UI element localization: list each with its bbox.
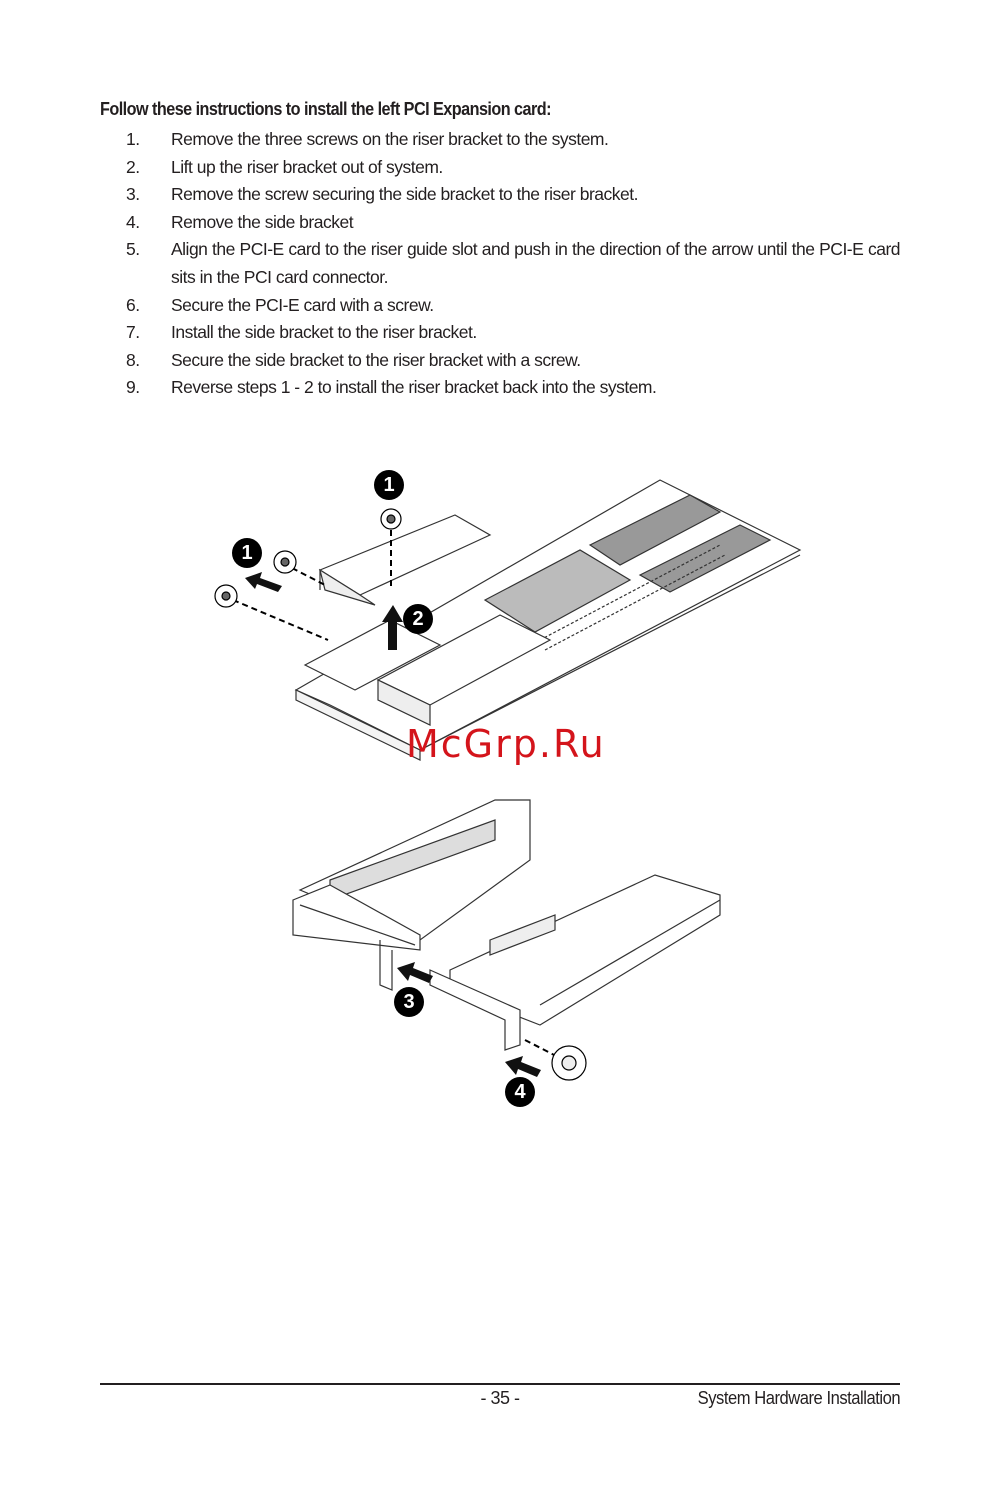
- watermark: McGrp.Ru: [406, 722, 606, 766]
- instruction-list: 1. Remove the three screws on the riser b…: [126, 126, 901, 402]
- list-item: 6. Secure the PCI-E card with a screw.: [126, 292, 900, 320]
- list-item: 5. Align the PCI-E card to the riser guid…: [126, 236, 901, 291]
- list-item: 8. Secure the side bracket to the riser b…: [126, 347, 900, 375]
- footer-section-title: System Hardware Installation: [697, 1388, 900, 1408]
- riser-and-card-drawing: [292, 799, 721, 1051]
- server-node-drawing: [294, 479, 802, 761]
- step-text: Secure the PCI-E card with a screw.: [171, 294, 434, 315]
- page-number: - 35 -: [480, 1388, 520, 1408]
- list-item: 1. Remove the three screws on the riser b…: [126, 126, 900, 154]
- step-badge: 1: [374, 470, 404, 500]
- step-text: Lift up the riser bracket out of system.: [171, 156, 443, 177]
- step-number: 2.: [126, 156, 140, 177]
- screw-removal-guides: [232, 530, 392, 641]
- step-number: 1.: [126, 129, 140, 149]
- step-badge: 3: [394, 987, 424, 1017]
- step-badge: 2: [403, 604, 433, 634]
- list-item: 9. Reverse steps 1 - 2 to install the ris…: [126, 374, 900, 402]
- step-text: Remove the three screws on the riser bra…: [171, 129, 609, 149]
- step-number: 9.: [126, 377, 140, 398]
- list-item: 2. Lift up the riser bracket out of syste…: [126, 154, 900, 182]
- installation-illustration: [214, 479, 802, 1081]
- step-text: Install the side bracket to the riser br…: [171, 322, 477, 343]
- list-item: 7. Install the side bracket to the riser …: [126, 319, 900, 347]
- screw-icons: [214, 508, 402, 608]
- step-number: 4.: [126, 211, 140, 232]
- list-item: 3. Remove the screw securing the side bra…: [126, 181, 900, 209]
- footer-divider: [100, 1383, 900, 1385]
- step-number: 6.: [126, 294, 140, 315]
- step-number: 7.: [126, 322, 140, 343]
- section-heading: Follow these instructions to install the…: [100, 99, 552, 119]
- step-text: Remove the screw securing the side brack…: [171, 184, 638, 205]
- arrow-icons: [245, 572, 403, 650]
- step-badge: 1: [232, 538, 262, 568]
- step-number: 8.: [126, 349, 140, 370]
- list-item: 4. Remove the side bracket: [126, 209, 900, 237]
- step-text: Remove the side bracket: [171, 211, 354, 232]
- step-text: Reverse steps 1 - 2 to install the riser…: [171, 377, 657, 398]
- step-number: 5.: [126, 239, 140, 260]
- step-text: Align the PCI-E card to the riser guide …: [171, 239, 901, 287]
- step-number: 3.: [126, 184, 140, 205]
- arrow-icons-bottom: [397, 962, 541, 1077]
- step-text: Secure the side bracket to the riser bra…: [171, 349, 581, 370]
- screw-icon-bottom: [551, 1045, 587, 1081]
- riser-bracket-drawing: [318, 514, 492, 606]
- step-badge: 4: [505, 1077, 535, 1107]
